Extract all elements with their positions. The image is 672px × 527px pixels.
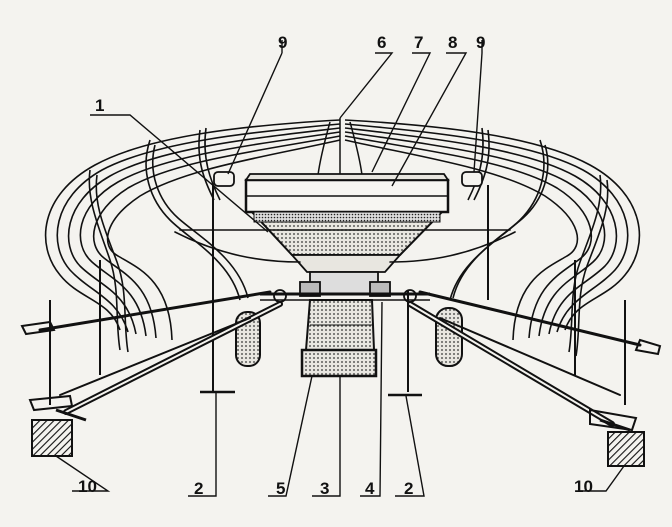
callout-7: 7 <box>414 33 423 52</box>
center-tubes <box>317 118 363 176</box>
callout-8: 8 <box>448 33 457 52</box>
clamps <box>213 171 483 187</box>
hoses-left <box>44 119 341 353</box>
callout-6: 6 <box>377 33 386 52</box>
callout-2-left: 2 <box>194 479 203 498</box>
callout-1: 1 <box>95 96 104 115</box>
seed-box <box>300 299 378 378</box>
vertical-posts <box>49 185 626 405</box>
hopper <box>244 173 450 273</box>
callout-5: 5 <box>276 479 285 498</box>
drive-mechanism <box>260 271 430 303</box>
callout-3: 3 <box>320 479 329 498</box>
callout-10-right: 10 <box>574 477 593 496</box>
callout-9-left: 9 <box>278 33 287 52</box>
callout-2-right: 2 <box>404 479 413 498</box>
leader-lines <box>55 40 625 497</box>
support-pads <box>31 419 645 467</box>
callout-labels: 1 9 6 7 8 9 10 2 5 3 4 2 10 <box>78 33 593 498</box>
booms <box>38 229 642 427</box>
side-frames <box>20 320 662 432</box>
callout-4: 4 <box>365 479 375 498</box>
callout-9-right: 9 <box>476 33 485 52</box>
callout-10-left: 10 <box>78 477 97 496</box>
